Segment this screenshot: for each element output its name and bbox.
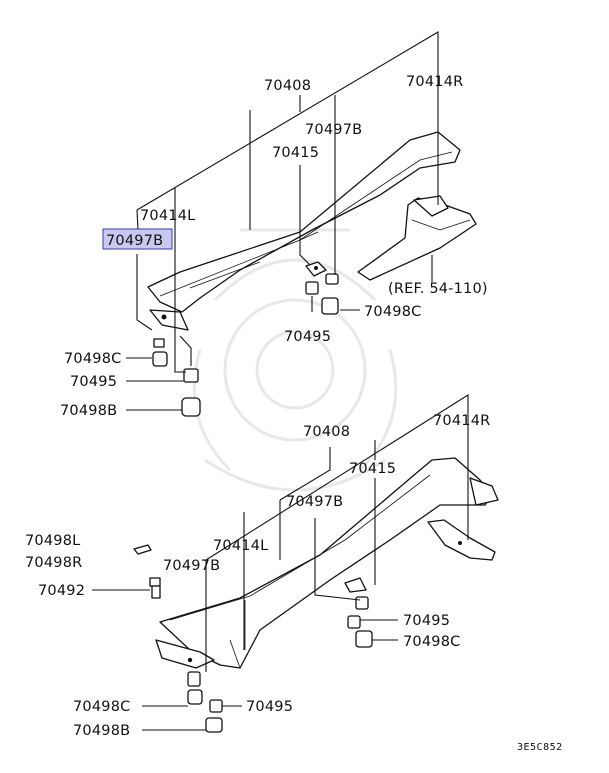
callout-70408-top[interactable]: 70408 <box>264 78 311 94</box>
spoiler-body-top[interactable] <box>147 131 461 313</box>
callout-70498C-top-right[interactable]: 70498C <box>364 304 421 320</box>
callout-70492[interactable]: 70492 <box>38 583 85 599</box>
callout-70498B-bottom-left[interactable]: 70498B <box>73 723 130 739</box>
callout-70414L-bottom[interactable]: 70414L <box>213 538 268 554</box>
watermark-logo <box>192 228 398 492</box>
end-plate-right-bottom[interactable] <box>427 519 496 561</box>
callout-70498C-bottom-right[interactable]: 70498C <box>403 634 460 650</box>
callout-70408-bottom[interactable]: 70408 <box>303 424 350 440</box>
callout-ref-54-110[interactable]: (REF. 54-110) <box>388 281 488 297</box>
labels-bottom: 70408 70414R 70415 70497B 70414L 70498L … <box>25 413 490 739</box>
callout-70495-top-left[interactable]: 70495 <box>70 374 117 390</box>
callout-70414L-top[interactable]: 70414L <box>140 208 195 224</box>
highlight-box <box>102 228 173 250</box>
callout-70497B-top-mid[interactable]: 70497B <box>305 122 362 138</box>
callout-70415-bottom[interactable]: 70415 <box>349 461 396 477</box>
top-spoiler-assembly <box>126 31 477 417</box>
callout-70495-top-right[interactable]: 70495 <box>284 329 331 345</box>
callout-70414R-top[interactable]: 70414R <box>406 74 463 90</box>
fastener-group-top <box>152 273 339 417</box>
callout-70497B-bottom-left[interactable]: 70497B <box>163 558 220 574</box>
callout-70498R[interactable]: 70498R <box>25 555 82 571</box>
diagram-code: 3E5C852 <box>517 742 563 753</box>
callout-70498B-top-left[interactable]: 70498B <box>60 403 117 419</box>
end-plate-right-top[interactable] <box>357 197 477 281</box>
callout-70495-bottom-left[interactable]: 70495 <box>246 699 293 715</box>
callout-70497B-bottom-mid[interactable]: 70497B <box>286 494 343 510</box>
callout-70498L[interactable]: 70498L <box>25 533 80 549</box>
callout-70415-top[interactable]: 70415 <box>272 145 319 161</box>
end-plate-left-bottom[interactable] <box>155 639 215 669</box>
bottom-spoiler-assembly <box>92 394 499 733</box>
callout-70497B-highlighted[interactable]: 70497B <box>106 233 163 249</box>
bracket-left-top[interactable] <box>149 309 189 331</box>
labels-top: 70408 70414R 70497B 70415 70414L 70497B … <box>60 74 488 419</box>
callout-70414R-bottom[interactable]: 70414R <box>433 413 490 429</box>
callout-70498C-top-left[interactable]: 70498C <box>64 351 121 367</box>
callout-70498C-bottom-left[interactable]: 70498C <box>73 699 130 715</box>
callout-70495-bottom-right[interactable]: 70495 <box>403 613 450 629</box>
spoiler-body-bottom[interactable] <box>159 457 493 669</box>
